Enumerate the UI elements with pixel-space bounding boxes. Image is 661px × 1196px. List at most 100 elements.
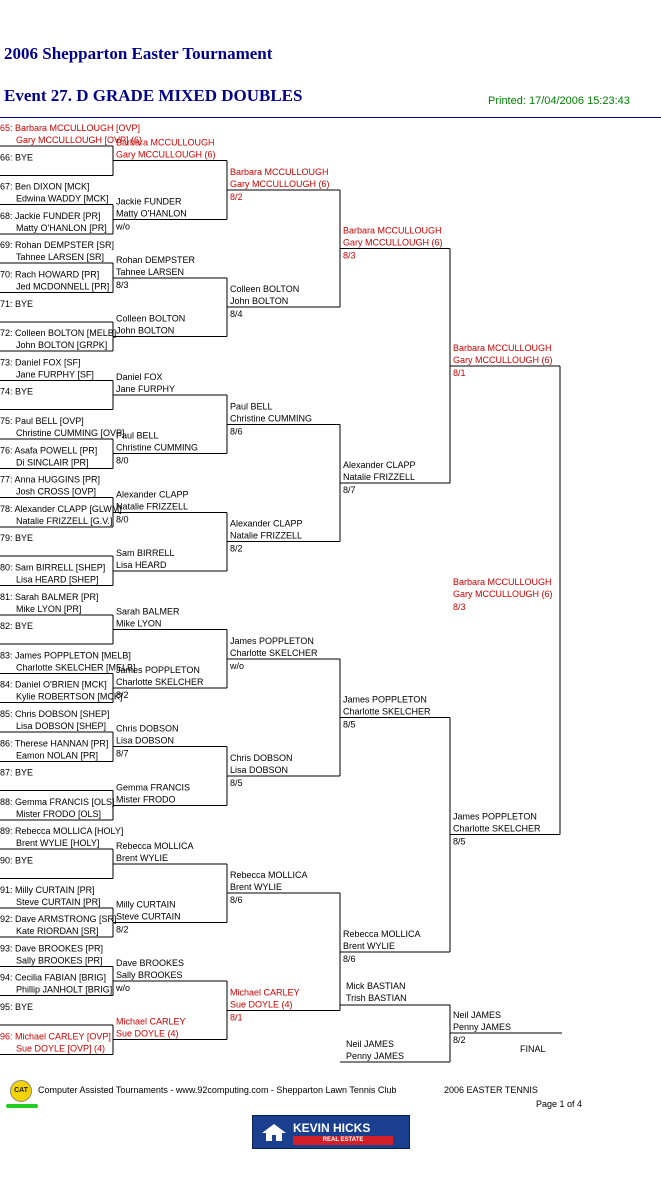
- round4-partner: Gary MCCULLOUGH (6): [343, 238, 443, 248]
- round2-score: 8/3: [116, 280, 129, 290]
- round6-partner: Gary MCCULLOUGH (6): [453, 589, 553, 599]
- draw-entry: 93: Dave BROOKES [PR]: [0, 943, 103, 953]
- round2-player: Michael CARLEY: [116, 1017, 186, 1027]
- round5-player: James POPPLETON: [453, 812, 537, 822]
- round4-player: Barbara MCCULLOUGH: [343, 226, 442, 236]
- round5-score: 8/5: [453, 837, 466, 847]
- round2-player: Milly CURTAIN: [116, 899, 176, 909]
- round4-partner: Natalie FRIZZELL: [343, 472, 415, 482]
- draw-partner: Mike LYON [PR]: [16, 604, 81, 614]
- round2-partner: Charlotte SKELCHER: [116, 677, 204, 687]
- round2-score: 8/0: [116, 514, 129, 524]
- draw-entry: 95: BYE: [0, 1002, 33, 1012]
- round3-partner: Christine CUMMING: [230, 413, 312, 423]
- final-label: FINAL: [520, 1044, 546, 1054]
- event-title: Event 27. D GRADE MIXED DOUBLES: [4, 86, 303, 105]
- draw-entry: 72: Colleen BOLTON [MELB]: [0, 328, 116, 338]
- draw-entry: 91: Milly CURTAIN [PR]: [0, 885, 95, 895]
- draw-partner: Sue DOYLE [OVP] (4): [16, 1043, 105, 1053]
- draw-entry: 77: Anna HUGGINS [PR]: [0, 475, 100, 485]
- playoff-winner-partner: Penny JAMES: [453, 1022, 511, 1032]
- draw-entry: 75: Paul BELL [OVP]: [0, 416, 84, 426]
- draw-entry: 83: James POPPLETON [MELB]: [0, 650, 131, 660]
- draw-partner: Matty O'HANLON [PR]: [16, 223, 107, 233]
- sponsor-logo: KEVIN HICKS REAL ESTATE: [252, 1115, 410, 1149]
- round3-player: James POPPLETON: [230, 636, 314, 646]
- playoff-b-partner: Penny JAMES: [346, 1051, 404, 1061]
- draw-partner: Lisa DOBSON [SHEP]: [16, 721, 106, 731]
- draw-partner: Brent WYLIE [HOLY]: [16, 838, 99, 848]
- draw-partner: Josh CROSS [OVP]: [16, 487, 96, 497]
- round2-partner: Sue DOYLE (4): [116, 1029, 179, 1039]
- round3-partner: Brent WYLIE: [230, 882, 282, 892]
- playoff-a-player: Mick BASTIAN: [346, 981, 406, 991]
- round5-partner: Gary MCCULLOUGH (6): [453, 355, 553, 365]
- draw-entry: 80: Sam BIRRELL [SHEP]: [0, 563, 105, 573]
- round4-score: 8/5: [343, 719, 356, 729]
- footer-credit: Computer Assisted Tournaments - www.92co…: [38, 1085, 397, 1095]
- round2-score: w/o: [115, 983, 130, 993]
- draw-partner: Phillip JANHOLT [BRIG]: [16, 985, 112, 995]
- round2-player: Gemma FRANCIS: [116, 782, 190, 792]
- round3-score: 8/6: [230, 895, 243, 905]
- round3-score: 8/6: [230, 426, 243, 436]
- round4-partner: Brent WYLIE: [343, 941, 395, 951]
- round3-score: 8/1: [230, 1012, 243, 1022]
- round2-partner: Sally BROOKES: [116, 970, 183, 980]
- draw-entry: 69: Rohan DEMPSTER [SR]: [0, 240, 114, 250]
- round3-player: Michael CARLEY: [230, 987, 300, 997]
- round2-partner: Gary MCCULLOUGH (6): [116, 150, 216, 160]
- draw-entry: 67: Ben DIXON [MCK]: [0, 182, 90, 192]
- round4-player: James POPPLETON: [343, 694, 427, 704]
- round3-partner: John BOLTON: [230, 296, 288, 306]
- playoff-a-partner: Trish BASTIAN: [346, 993, 407, 1003]
- house-logo-icon: [262, 1124, 286, 1141]
- draw-partner: Charlotte SKELCHER [MELB]: [16, 662, 136, 672]
- round3-partner: Natalie FRIZZELL: [230, 531, 302, 541]
- round4-player: Rebecca MOLLICA: [343, 929, 421, 939]
- round2-score: 8/2: [116, 924, 129, 934]
- draw-partner: Kate RIORDAN [SR]: [16, 926, 99, 936]
- draw-entry: 68: Jackie FUNDER [PR]: [0, 211, 101, 221]
- draw-entry: 85: Chris DOBSON [SHEP]: [0, 709, 110, 719]
- draw-partner: Tahnee LARSEN [SR]: [16, 252, 104, 262]
- round3-player: Barbara MCCULLOUGH: [230, 167, 329, 177]
- round3-player: Rebecca MOLLICA: [230, 870, 308, 880]
- round3-player: Colleen BOLTON: [230, 284, 299, 294]
- round4-score: 8/7: [343, 485, 356, 495]
- draw-entry: 88: Gemma FRANCIS [OLS]: [0, 797, 115, 807]
- page-number: Page 1 of 4: [536, 1099, 583, 1109]
- round3-player: Chris DOBSON: [230, 753, 293, 763]
- round3-partner: Sue DOYLE (4): [230, 999, 293, 1009]
- draw-entry: 70: Rach HOWARD [PR]: [0, 270, 99, 280]
- round3-score: 8/2: [230, 544, 243, 554]
- round2-player: Sarah BALMER: [116, 606, 180, 616]
- round2-player: Jackie FUNDER: [116, 196, 182, 206]
- round6-score: 8/3: [453, 602, 466, 612]
- playoff-b-player: Neil JAMES: [346, 1039, 394, 1049]
- round5-partner: Charlotte SKELCHER: [453, 824, 541, 834]
- round4-partner: Charlotte SKELCHER: [343, 706, 431, 716]
- draw-partner: Natalie FRIZZELL [G.V.]: [16, 516, 112, 526]
- round2-partner: John BOLTON: [116, 325, 174, 335]
- draw-partner: Gary MCCULLOUGH [OVP] (6): [16, 135, 142, 145]
- draw-entry: 92: Dave ARMSTRONG [SR]: [0, 914, 117, 924]
- round2-score: 8/0: [116, 456, 129, 466]
- round3-score: 8/4: [230, 309, 243, 319]
- round3-score: 8/2: [230, 192, 243, 202]
- round2-partner: Mike LYON: [116, 618, 161, 628]
- draw-bracket: 65: Barbara MCCULLOUGH [OVP] Gary MCCULLO…: [0, 123, 562, 1063]
- header-divider: [0, 117, 661, 118]
- draw-entry: 71: BYE: [0, 299, 33, 309]
- draw-entry: 89: Rebecca MOLLICA [HOLY]: [0, 826, 123, 836]
- sponsor-subtitle: REAL ESTATE: [293, 1136, 393, 1145]
- footer-event-name: 2006 EASTER TENNIS: [444, 1085, 538, 1095]
- round3-score: 8/5: [230, 778, 243, 788]
- draw-partner: Kylie ROBERTSON [MCK]: [16, 692, 122, 702]
- draw-partner: Eamon NOLAN [PR]: [16, 750, 98, 760]
- draw-partner: Sally BROOKES [PR]: [16, 955, 103, 965]
- round3-player: Paul BELL: [230, 401, 273, 411]
- draw-partner: Mister FRODO [OLS]: [16, 809, 101, 819]
- draw-partner: Lisa HEARD [SHEP]: [16, 575, 99, 585]
- draw-entry: 65: Barbara MCCULLOUGH [OVP]: [0, 123, 140, 133]
